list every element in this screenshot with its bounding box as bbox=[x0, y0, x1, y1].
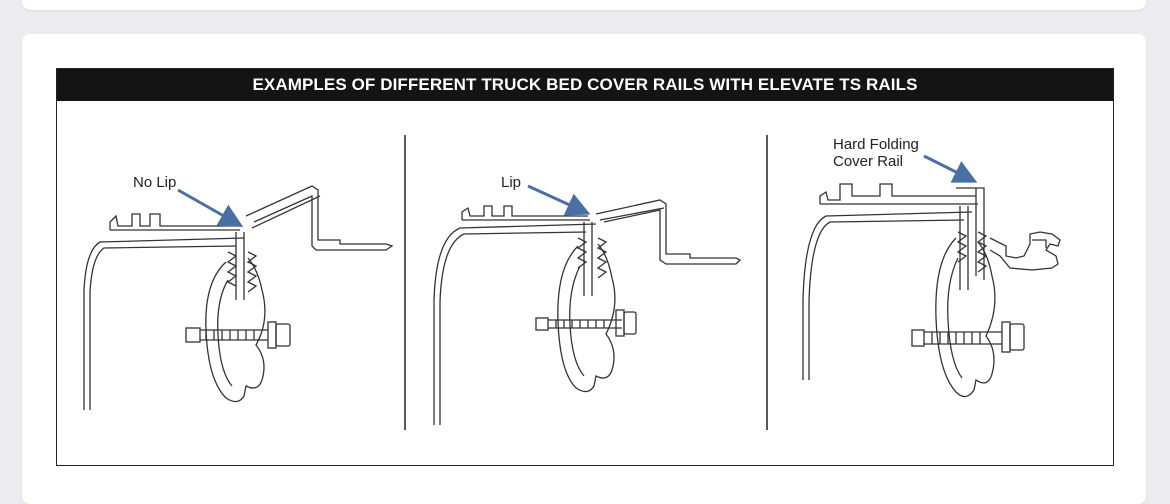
diagram-frame: EXAMPLES OF DIFFERENT TRUCK BED COVER RA… bbox=[56, 68, 1114, 466]
label-lip: Lip bbox=[501, 174, 521, 191]
panel-lip bbox=[433, 199, 742, 425]
content-card: EXAMPLES OF DIFFERENT TRUCK BED COVER RA… bbox=[22, 34, 1146, 504]
arrow-hard-folding bbox=[923, 154, 978, 183]
label-hard-folding-line2: Cover Rail bbox=[833, 153, 903, 170]
arrow-lip bbox=[527, 184, 591, 216]
panel-no-lip bbox=[83, 185, 394, 410]
diagram-title: EXAMPLES OF DIFFERENT TRUCK BED COVER RA… bbox=[57, 69, 1113, 101]
arrow-no-lip bbox=[177, 188, 244, 227]
previous-card bbox=[22, 0, 1146, 10]
panel-hard-folding bbox=[802, 183, 1061, 398]
label-no-lip: No Lip bbox=[133, 174, 176, 191]
rail-diagrams: No Lip Lip bbox=[83, 135, 1061, 430]
label-hard-folding-line1: Hard Folding bbox=[833, 136, 919, 153]
